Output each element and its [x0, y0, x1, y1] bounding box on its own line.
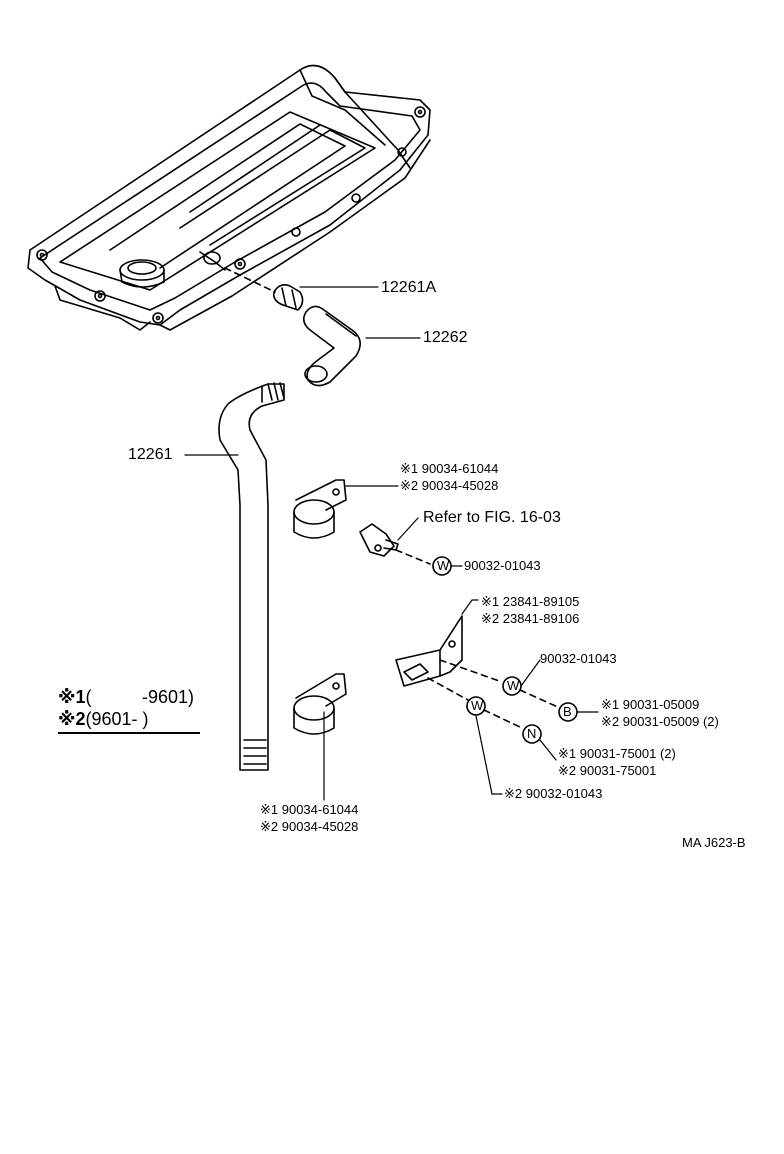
legend-range-2: (9601- ) [85, 709, 149, 729]
callout-refer-fig: Refer to FIG. 16-03 [423, 509, 561, 526]
washer-symbol-mid: W [507, 678, 520, 693]
legend-row-1: ※1( -9601) [58, 686, 200, 708]
callout-clamp-upper-2: ※2 90034-45028 [400, 478, 499, 493]
bolt-plate [359, 523, 399, 557]
legend-mark-1: ※1 [58, 687, 86, 707]
clamp-lower [293, 673, 347, 735]
callout-nut-1: ※1 90031-75001 (2) [558, 746, 676, 761]
callout-nut-2: ※2 90031-75001 [558, 763, 657, 778]
bracket [395, 615, 463, 687]
nut-symbol: N [527, 726, 537, 741]
washer-symbol-lower: W [471, 698, 484, 713]
callout-12261a: 12261A [381, 279, 437, 296]
callout-bracket-2: ※2 23841-89106 [481, 611, 580, 626]
clamp-upper [293, 479, 347, 539]
figure-code: MA J623-B [682, 835, 746, 850]
callout-bolt-1: ※1 90031-05009 [601, 697, 700, 712]
callout-bracket-1: ※1 23841-89105 [481, 594, 580, 609]
callout-12261: 12261 [128, 446, 173, 463]
callout-12262: 12262 [423, 329, 468, 346]
callout-bolt-2: ※2 90031-05009 (2) [601, 714, 719, 729]
legend-open-1: ( [85, 687, 92, 707]
model-year-legend: ※1( -9601) ※2(9601- ) [58, 686, 200, 734]
legend-range-1: -9601) [142, 687, 195, 707]
callout-washer-upper: 90032-01043 [464, 558, 541, 573]
legend-mark-2: ※2 [58, 709, 86, 729]
callout-clamp-lower-2: ※2 90034-45028 [260, 819, 359, 834]
legend-row-2: ※2(9601- ) [58, 708, 200, 730]
washer-symbol-upper: W [437, 558, 450, 573]
bolt-symbol: B [563, 704, 572, 719]
callout-clamp-lower-1: ※1 90034-61044 [260, 802, 359, 817]
cylinder-head-cover [27, 64, 431, 331]
ventilation-pipe-12261 [218, 382, 285, 771]
callout-washer-lower: ※2 90032-01043 [504, 786, 603, 801]
callout-clamp-upper-1: ※1 90034-61044 [400, 461, 499, 476]
elbow-hose-12262 [302, 305, 361, 387]
vacuum-valve-12261a [272, 284, 304, 311]
callout-washer-mid: 90032-01043 [540, 651, 617, 666]
